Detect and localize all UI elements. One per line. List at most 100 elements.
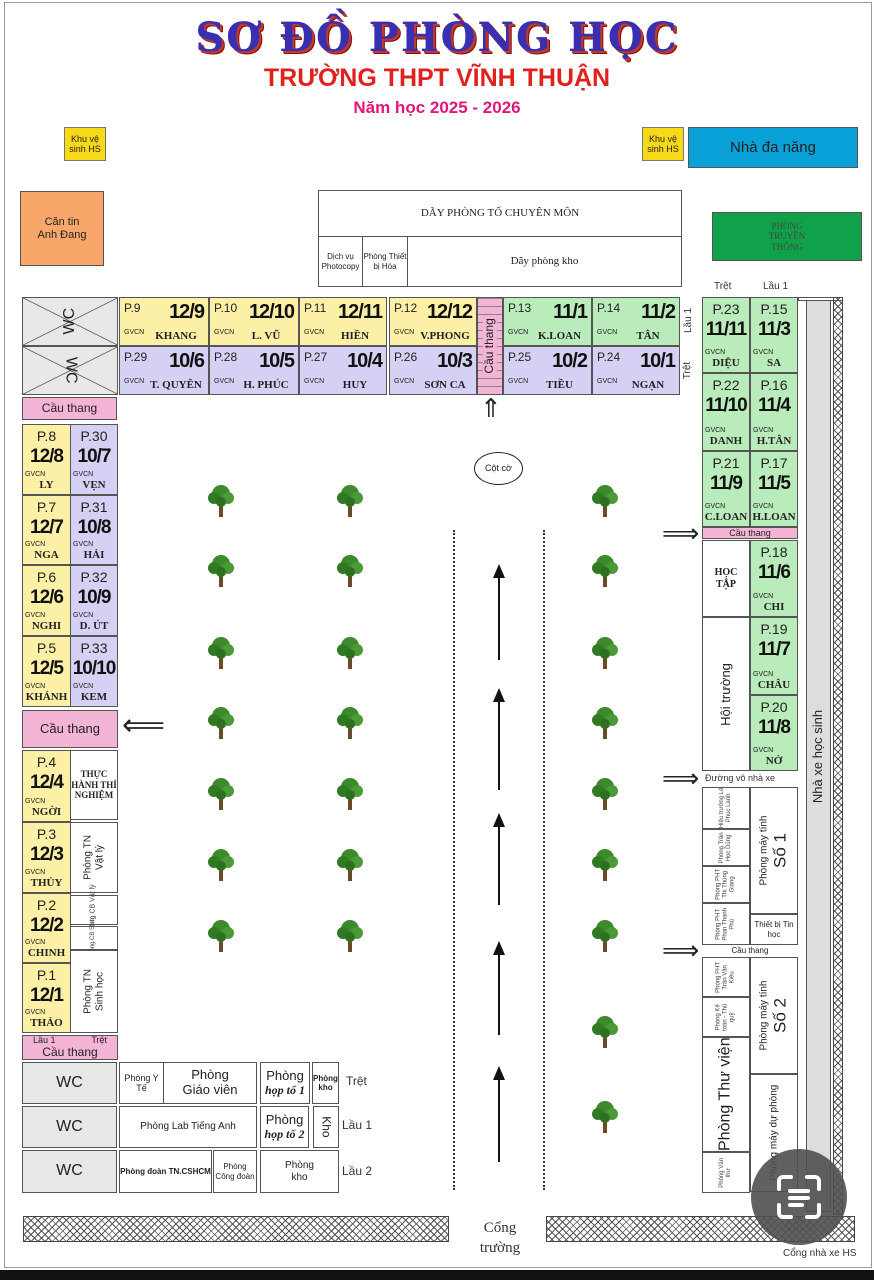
gvcn-label: GVCN xyxy=(73,471,94,478)
lau2-label: Lầu 2 xyxy=(342,1164,373,1178)
homeroom-teacher: NGHI xyxy=(31,620,62,632)
label: Phòng PHT Trần Văn Kiều xyxy=(715,961,736,993)
label: Số 1 xyxy=(769,833,789,868)
class-name: 12/9 xyxy=(169,301,205,323)
class-name: 12/10 xyxy=(248,301,295,323)
homeroom-teacher: THỦY xyxy=(30,877,63,889)
room-number: P.14 xyxy=(597,301,621,315)
room-number: P.9 xyxy=(124,301,141,315)
right-double-arrow-icon: ⟹ xyxy=(662,518,700,548)
wc-top-2: WC xyxy=(22,346,118,395)
homeroom-teacher: HUY xyxy=(342,379,368,391)
homeroom-teacher: L. VŨ xyxy=(251,330,281,342)
gvcn-label: GVCN xyxy=(73,612,94,619)
tree-icon xyxy=(590,1013,620,1049)
room-number: P.33 xyxy=(80,640,108,656)
stairs-label: Cầu thang xyxy=(42,1044,98,1059)
tree-icon xyxy=(335,775,365,811)
gvcn-label: GVCN xyxy=(597,329,618,336)
wc-lau2: WC xyxy=(22,1150,117,1193)
label: Phòng Thư viện xyxy=(716,1037,734,1152)
tree-icon xyxy=(335,552,365,588)
gvcn-label: GVCN xyxy=(25,541,46,548)
path-line-left xyxy=(453,530,455,1190)
class-name: 11/1 xyxy=(553,301,588,323)
class-name: 12/6 xyxy=(30,587,64,608)
up-arrow-icon xyxy=(493,813,505,905)
cau-thang-top-left: Cầu thang xyxy=(22,397,117,420)
homeroom-teacher: H.TÂN xyxy=(756,435,792,447)
cot-co: Cột cờ xyxy=(474,452,523,485)
homeroom-teacher: NỞ xyxy=(765,755,783,767)
cau-thang-right: Cầu thang xyxy=(702,527,798,539)
scan-text-button[interactable] xyxy=(751,1149,847,1245)
class-name: 11/6 xyxy=(758,562,791,583)
gvcn-label: GVCN xyxy=(753,593,774,600)
room-number: P.22 xyxy=(712,377,740,393)
left-double-arrow-icon: ⟸ xyxy=(122,709,166,742)
tree-icon xyxy=(206,704,236,740)
gvcn-label: GVCN xyxy=(25,798,46,805)
gvcn-label: GVCN xyxy=(124,378,145,385)
class-name: 10/2 xyxy=(552,350,588,372)
room-number: P.19 xyxy=(760,621,788,637)
thiet-bi-tin-hoc: Thiết bị Tin học xyxy=(750,914,798,945)
thiet-bi-hoa: Phòng Thiết bị Hóa xyxy=(362,236,408,287)
label: Nhà xe học sinh xyxy=(810,709,826,803)
homeroom-teacher: KHANG xyxy=(155,330,197,342)
room-number: P.1 xyxy=(36,967,57,983)
tree-icon xyxy=(206,775,236,811)
homeroom-teacher: D. ÚT xyxy=(79,620,109,632)
up-arrow-icon xyxy=(493,941,505,1035)
phong-giao-vien: Phòng Giáo viên xyxy=(163,1062,257,1104)
room-number: P.5 xyxy=(36,640,57,656)
class-name: 12/12 xyxy=(426,301,473,323)
class-name: 10/4 xyxy=(347,350,383,372)
label: họp tổ 2 xyxy=(264,1126,305,1141)
wc-label: WC xyxy=(60,308,78,335)
gvcn-label: GVCN xyxy=(25,612,46,619)
label: Phòng máy tính xyxy=(758,815,770,886)
gvcn-label: GVCN xyxy=(73,683,94,690)
tree-icon xyxy=(335,482,365,518)
office-5: Phòng PHT Trần Văn Kiều xyxy=(702,957,750,997)
homeroom-teacher: TÂN xyxy=(636,330,660,342)
tree-icon xyxy=(335,917,365,953)
tret-label: Trệt xyxy=(91,1035,107,1046)
photocopy: Dịch vụ Photocopy xyxy=(318,236,363,287)
homeroom-teacher: SA xyxy=(766,357,782,369)
room-number: P.12 xyxy=(394,301,418,315)
homeroom-teacher: V.PHONG xyxy=(420,330,470,342)
tree-icon xyxy=(590,917,620,953)
homeroom-teacher: HIỀN xyxy=(340,330,370,342)
fence-bottom-left xyxy=(23,1216,449,1242)
lau1-label-right: Lầu 1 xyxy=(763,281,789,292)
gvcn-label: GVCN xyxy=(753,349,774,356)
phong-kho-small: Phòng kho xyxy=(312,1062,339,1104)
thuc-hanh-thi-nghiem: THỰC HÀNH THÍ NGHIỆM xyxy=(70,750,118,820)
lau1-label-top: Lầu 1 xyxy=(683,307,695,334)
gvcn-label: GVCN xyxy=(508,329,529,336)
class-name: 10/5 xyxy=(259,350,295,372)
homeroom-teacher: H. PHÚC xyxy=(243,379,289,391)
up-arrow-icon xyxy=(493,1066,505,1162)
class-name: 10/10 xyxy=(72,658,117,679)
office-2: Phòng Trần Học Dũng xyxy=(702,829,750,866)
class-name: 12/5 xyxy=(30,658,64,679)
gvcn-label: GVCN xyxy=(25,869,46,876)
wc-top-1: WC xyxy=(22,297,118,346)
wc-label: WC xyxy=(62,357,80,384)
room-number: P.25 xyxy=(508,350,532,364)
label: họp tổ 1 xyxy=(264,1082,305,1097)
